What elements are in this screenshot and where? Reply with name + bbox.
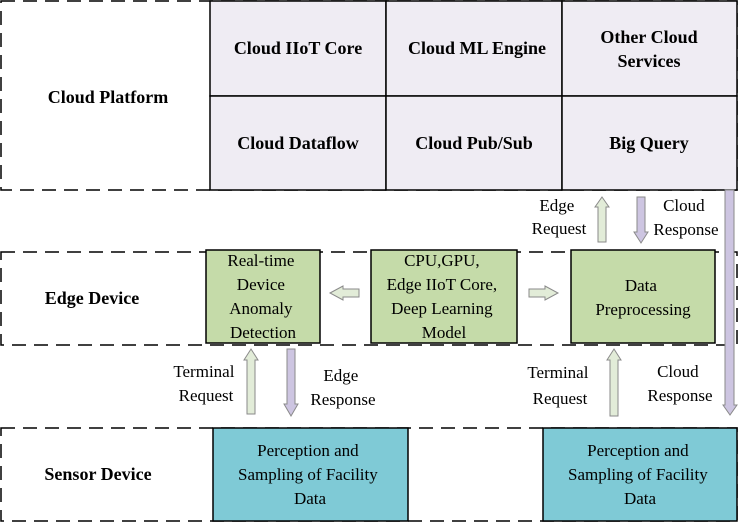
cloud-service-label: Cloud Pub/Sub [415, 133, 533, 153]
data-preprocessing-box [570, 249, 716, 344]
cloud-response-down-arrow-icon [633, 196, 649, 244]
left-arrow-icon [328, 285, 360, 301]
cloud-service-cell [209, 0, 387, 97]
cloud-service-label: Cloud IIoT Core [234, 38, 362, 58]
edge-layer-label: Edge Device [45, 288, 139, 308]
edge-response-down-arrow-icon [283, 348, 299, 417]
terminal-request-right-up-arrow-icon [606, 348, 622, 417]
terminal-request-up-arrow-icon [243, 348, 259, 415]
cloud-response-top-label: Cloud Response [653, 196, 718, 239]
cloud-services-grid: Cloud IIoT Core Cloud ML Engine Other Cl… [209, 0, 738, 191]
cloud-service-label: Cloud Dataflow [237, 133, 359, 153]
sensor-box-right [542, 427, 738, 522]
sensor-box-right-label: Perception and Sampling of Facility Data [568, 441, 712, 508]
anomaly-detection-label: Real-time Device Anomaly Detection [227, 251, 298, 342]
edge-request-up-arrow-icon [594, 196, 610, 243]
cloud-layer-label: Cloud Platform [48, 87, 169, 107]
right-arrow-icon [528, 285, 560, 301]
cloud-service-cell [561, 95, 738, 191]
cloud-service-cell [209, 95, 387, 191]
cloud-response-right-label: Cloud Response [647, 362, 712, 405]
cloud-service-label: Big Query [609, 133, 689, 153]
cloud-service-cell [385, 95, 563, 191]
terminal-request-right-label: Terminal Request [527, 363, 592, 408]
edge-compute-box [370, 249, 518, 344]
anomaly-detection-box [205, 249, 321, 344]
cloud-response-long-arrow-icon [722, 189, 738, 416]
edge-compute-label: CPU,GPU, Edge IIoT Core, Deep Learning M… [387, 251, 502, 342]
sensor-box-left [212, 427, 409, 522]
terminal-request-left-label: Terminal Request [173, 362, 238, 405]
data-preprocessing-label: Data Preprocessing [595, 276, 691, 319]
sensor-layer-label: Sensor Device [44, 464, 151, 484]
cloud-service-cell [561, 0, 738, 97]
edge-request-label: Edge Request [532, 196, 587, 238]
sensor-box-left-label: Perception and Sampling of Facility Data [238, 441, 382, 508]
edge-layer-frame [0, 251, 738, 346]
cloud-service-label: Cloud ML Engine [408, 38, 546, 58]
edge-response-label: Edge Response [310, 366, 375, 409]
cloud-service-cell [385, 0, 563, 97]
